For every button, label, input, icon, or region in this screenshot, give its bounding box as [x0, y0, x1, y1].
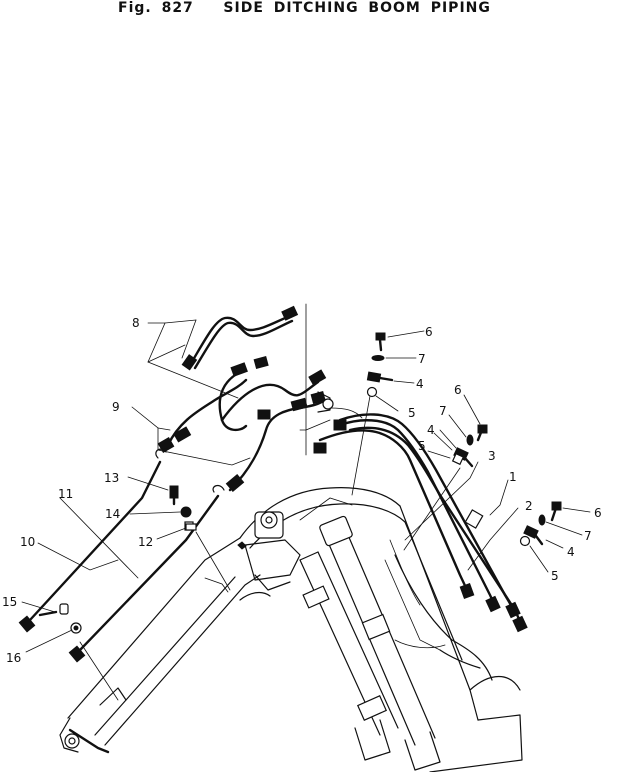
callout-7-upper: 7: [418, 352, 426, 366]
callout-15: 15: [2, 595, 17, 609]
callout-6-lower: 6: [594, 506, 602, 520]
callout-10: 10: [20, 535, 35, 549]
pipe-10: [18, 448, 167, 633]
pipe-3: [313, 429, 475, 599]
callout-5-lower: 5: [551, 569, 559, 583]
callout-labels: 8 9 13 14 12 11 10 15 16 6 7 4 5 6 7 4 5…: [2, 316, 602, 665]
callout-1: 1: [509, 470, 517, 484]
callout-6-mid: 6: [454, 383, 462, 397]
callout-7-mid: 7: [439, 404, 447, 418]
callout-16: 16: [6, 651, 21, 665]
pipe-1: [333, 413, 521, 619]
o-ring-7-lower: [538, 514, 546, 526]
callout-8: 8: [132, 316, 140, 330]
boom-body: [59, 487, 523, 772]
callout-11: 11: [58, 487, 73, 501]
elbow-15: [38, 603, 69, 617]
callout-13: 13: [104, 471, 119, 485]
clamp-12: [185, 523, 197, 531]
o-ring-7-mid: [466, 434, 474, 446]
pipe-2: [329, 407, 528, 633]
hose-8: [181, 305, 327, 432]
washer-5-upper: [366, 386, 378, 398]
leader-lines: [21, 303, 591, 701]
connector-4-lower: [523, 525, 544, 546]
bolt-6-mid: [476, 424, 488, 442]
callout-4-lower: 4: [567, 545, 575, 559]
callout-5-mid: 5: [418, 439, 426, 453]
callout-3: 3: [488, 449, 496, 463]
connector-4-upper: [366, 371, 394, 383]
washer-5-lower: [519, 535, 531, 547]
callout-2: 2: [525, 499, 533, 513]
o-ring-7-upper: [371, 355, 385, 361]
callout-4-upper: 4: [416, 377, 424, 391]
callout-5-upper: 5: [408, 406, 416, 420]
washer-5-mid: [451, 452, 465, 466]
callout-14: 14: [105, 507, 120, 521]
bolt-6-upper: [375, 332, 386, 352]
boom-cylinder-right: [319, 515, 441, 771]
nut-14: [180, 506, 192, 518]
boom-foot-bracket: [204, 511, 301, 601]
callout-4-mid: 4: [427, 423, 435, 437]
figure-title: Fig. 827 SIDE DITCHING BOOM PIPING: [118, 0, 491, 16]
nut-16: [70, 622, 82, 634]
boom-cylinder-left: [299, 551, 399, 761]
callout-6-upper: 6: [425, 325, 433, 339]
hose-9: [157, 378, 334, 493]
bolt-6-lower: [550, 501, 562, 522]
callout-9: 9: [112, 400, 120, 414]
callout-12: 12: [138, 535, 153, 549]
elbow-13: [169, 485, 179, 506]
callout-7-lower: 7: [584, 529, 592, 543]
